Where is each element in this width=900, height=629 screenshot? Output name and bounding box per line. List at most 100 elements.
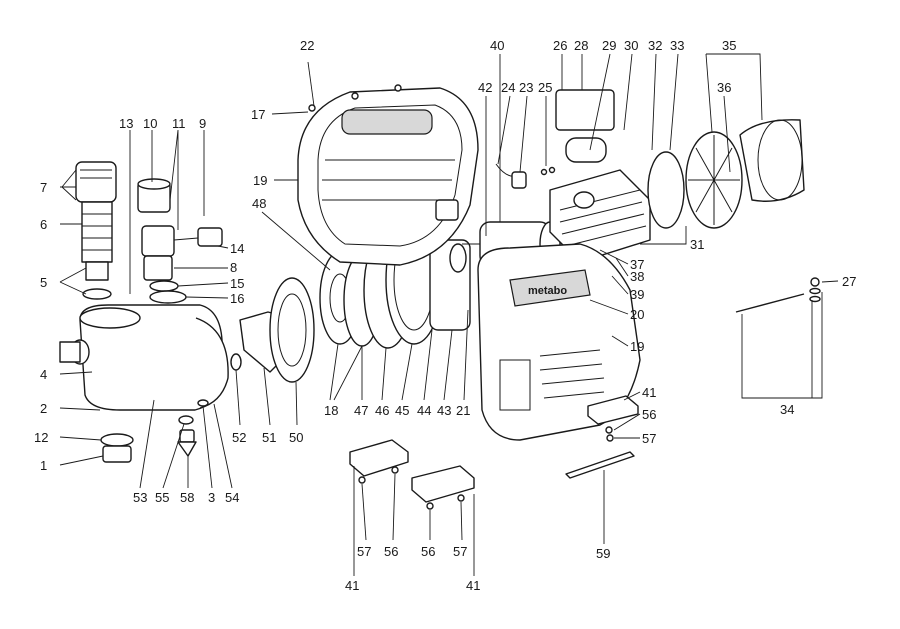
- callout-8: 8: [230, 260, 237, 275]
- callout-57-right: 57: [642, 431, 656, 446]
- callout-33: 33: [670, 38, 684, 53]
- mech-seal-43: [449, 243, 467, 273]
- tie-rod: [735, 293, 805, 313]
- callout-27: 27: [842, 274, 856, 289]
- upper-housing-group: [297, 84, 479, 266]
- capacitor: [565, 137, 607, 163]
- callout-labels: 7 6 5 4 2 12 1 13 10 11 9 14 8 15 16 22 …: [34, 38, 856, 593]
- callout-31: 31: [690, 237, 704, 252]
- valve-sleeve: [143, 255, 173, 281]
- bearing-shield: [647, 151, 685, 229]
- callout-21: 21: [456, 403, 470, 418]
- brand-panel: [509, 269, 591, 307]
- tie-rod-group: [735, 277, 821, 313]
- callout-25: 25: [538, 80, 552, 95]
- callout-43: 43: [437, 403, 451, 418]
- housing-inlet: [79, 307, 141, 329]
- valve-group: [137, 178, 223, 304]
- callout-44: 44: [417, 403, 431, 418]
- fan-cover: [739, 119, 805, 202]
- callout-56-right: 56: [642, 407, 656, 422]
- callout-9: 9: [199, 116, 206, 131]
- callout-14: 14: [230, 241, 244, 256]
- callout-19-front: 19: [630, 339, 644, 354]
- callout-23: 23: [519, 80, 533, 95]
- front-housing-group: metabo: [477, 243, 641, 441]
- callout-30: 30: [624, 38, 638, 53]
- feet-group: [349, 395, 639, 510]
- pump-housing-group: [59, 161, 229, 463]
- callout-48: 48: [252, 196, 266, 211]
- motor-stator: [549, 169, 651, 263]
- callout-5: 5: [40, 275, 47, 290]
- callout-32: 32: [648, 38, 662, 53]
- callout-11: 11: [172, 116, 186, 131]
- callout-1: 1: [40, 458, 47, 473]
- callout-38: 38: [630, 269, 644, 284]
- callout-52: 52: [232, 430, 246, 445]
- filter-holder: [85, 261, 109, 281]
- callout-53: 53: [133, 490, 147, 505]
- screw-3: [197, 399, 209, 407]
- callout-51: 51: [262, 430, 276, 445]
- callout-55: 55: [155, 490, 169, 505]
- filter-cartridge: [81, 201, 113, 263]
- valve-body: [141, 225, 175, 257]
- terminal-box: [573, 191, 595, 209]
- callout-45: 45: [395, 403, 409, 418]
- callout-6: 6: [40, 217, 47, 232]
- callout-41-right: 41: [642, 385, 656, 400]
- plug-key: [177, 441, 197, 457]
- callout-57-mid: 57: [453, 544, 467, 559]
- callout-40: 40: [490, 38, 504, 53]
- callout-28: 28: [574, 38, 588, 53]
- callout-10: 10: [143, 116, 157, 131]
- motor-group: [462, 89, 805, 267]
- screw-22a: [308, 104, 316, 112]
- screw-22c: [394, 84, 402, 92]
- callout-26: 26: [553, 38, 567, 53]
- callout-22: 22: [300, 38, 314, 53]
- callout-19-upper: 19: [253, 173, 267, 188]
- small-o-ring: [178, 415, 194, 425]
- filter-seal: [82, 288, 112, 300]
- foot-middle: [411, 465, 475, 503]
- callout-46: 46: [375, 403, 389, 418]
- callout-7: 7: [40, 180, 47, 195]
- housing-bracket: [435, 199, 459, 221]
- callout-20: 20: [630, 307, 644, 322]
- callout-4: 4: [40, 367, 47, 382]
- foot-left: [349, 439, 409, 477]
- screw-22b: [351, 92, 359, 100]
- callout-47: 47: [354, 403, 368, 418]
- callout-3: 3: [208, 490, 215, 505]
- pressure-switch: [197, 227, 223, 247]
- valve-o-ring: [149, 280, 179, 292]
- callout-56-left: 56: [384, 544, 398, 559]
- callout-36: 36: [717, 80, 731, 95]
- cable-gland: [511, 171, 527, 189]
- callout-17: 17: [251, 107, 265, 122]
- callout-58: 58: [180, 490, 194, 505]
- callout-2: 2: [40, 401, 47, 416]
- callout-15: 15: [230, 276, 244, 291]
- callout-54: 54: [225, 490, 239, 505]
- o-ring-52: [230, 353, 242, 371]
- callout-16: 16: [230, 291, 244, 306]
- callout-57-left: 57: [357, 544, 371, 559]
- leader-lines: [59, 53, 839, 576]
- callout-56-mid: 56: [421, 544, 435, 559]
- diffuser-50: [269, 277, 315, 383]
- callout-50: 50: [289, 430, 303, 445]
- foot-right: [587, 395, 639, 425]
- key-tool: [565, 451, 635, 479]
- callout-24: 24: [501, 80, 515, 95]
- callout-41-mid: 41: [466, 578, 480, 593]
- housing-flange: [195, 317, 229, 409]
- callout-59: 59: [596, 546, 610, 561]
- outlet-nozzle: [59, 341, 81, 363]
- terminal-cover: [555, 89, 615, 131]
- filter-cap: [75, 161, 117, 203]
